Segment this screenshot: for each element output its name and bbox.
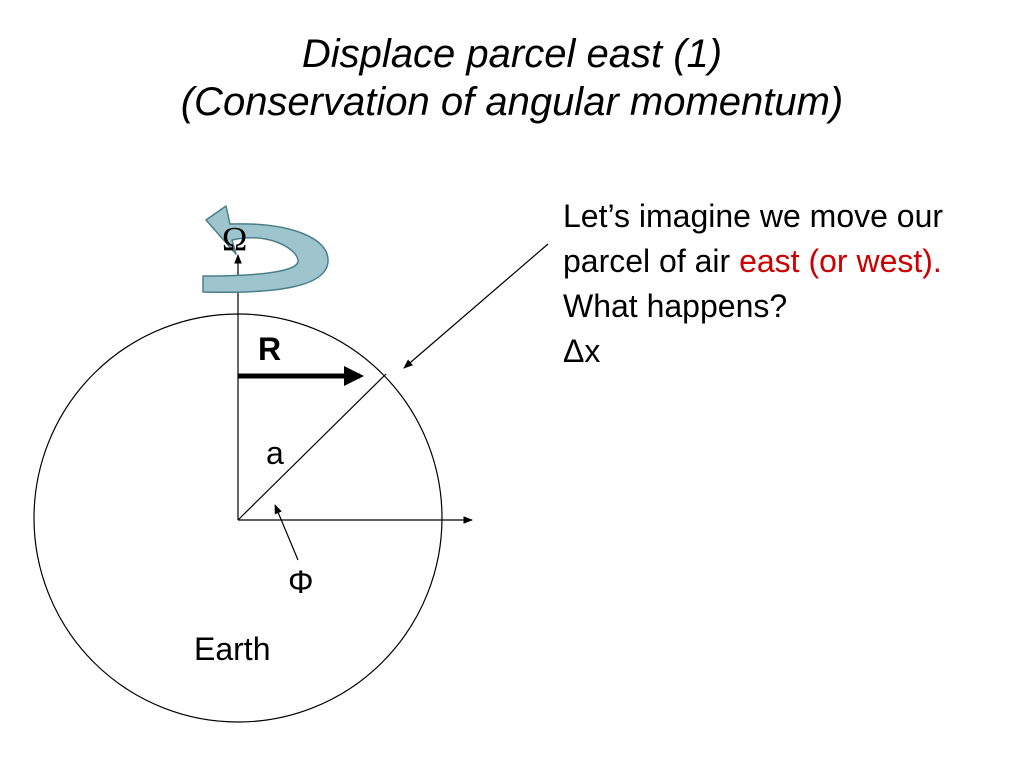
pointer-arrow	[403, 243, 549, 369]
explanation-text: Let’s imagine we move our parcel of air …	[563, 194, 1003, 374]
title-line-2: (Conservation of angular momentum)	[180, 80, 844, 124]
delta-x-label: Δx	[563, 333, 601, 369]
radius-line	[237, 373, 387, 521]
omega-label: Ω	[222, 221, 247, 258]
title-line-1: Displace parcel east (1)	[301, 32, 723, 76]
r-label: R	[258, 331, 281, 367]
phi-label: Φ	[288, 564, 314, 600]
a-label: a	[266, 435, 284, 471]
explanation-part-2: What happens?	[563, 288, 788, 324]
explanation-part-1: Let’s imagine we move our parcel of air	[563, 198, 944, 279]
explanation-highlight: east (or west).	[739, 243, 942, 279]
slide-title: Displace parcel east (1) (Conservation o…	[0, 30, 1024, 126]
earth-label: Earth	[194, 631, 270, 667]
phi-pointer-arrow	[274, 504, 299, 561]
rotation-arrow-icon	[202, 205, 329, 294]
